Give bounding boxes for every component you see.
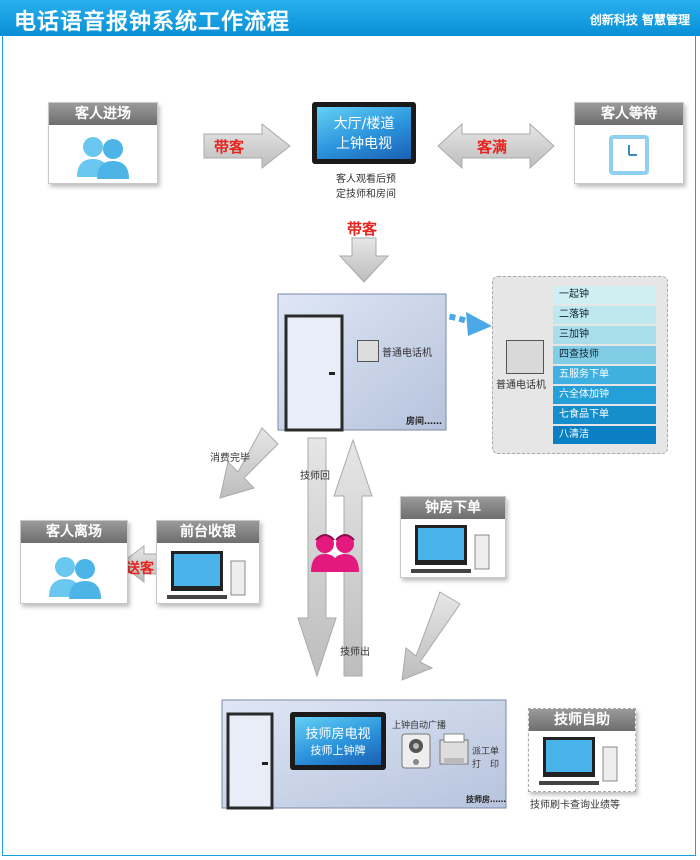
hall-tv-caption-1: 客人观看后预 <box>336 174 396 185</box>
tech-room-tv-screen: 技师房电视 技师上钟牌 <box>295 717 381 765</box>
tech-room-label: 技师房…… <box>466 795 506 804</box>
label-tech-out: 技师出 <box>340 647 370 658</box>
tech-door-handle <box>262 762 268 765</box>
node-guest-enter-title: 客人进场 <box>49 103 157 125</box>
dispatch-label: 派工单 <box>472 747 500 757</box>
menu-item: 六全体加钟 <box>553 386 656 404</box>
tech-tv-line2: 技师上钟牌 <box>310 744 366 757</box>
menu-item: 一起钟 <box>553 286 656 304</box>
label-consume-done: 消费完毕 <box>210 453 250 464</box>
label-bring-guest-1: 带客 <box>214 138 245 156</box>
tech-room-door <box>226 712 274 810</box>
hall-tv: 大厅/楼道 上钟电视 <box>312 102 416 164</box>
node-guest-leave: 客人离场 <box>20 520 128 604</box>
menu-phone-label: 普通电话机 <box>496 380 546 391</box>
page-title: 电话语音报钟系统工作流程 <box>14 10 291 35</box>
node-tech-self-title: 技师自助 <box>529 709 635 731</box>
hall-tv-caption: 客人观看后预 定技师和房间 <box>331 170 401 200</box>
node-front-desk-title: 前台收银 <box>157 521 259 543</box>
menu-item: 七食品下单 <box>553 406 656 424</box>
guests-icon <box>77 137 129 179</box>
menu-item: 八清洁 <box>553 426 656 444</box>
node-clock-room-order: 钟房下单 <box>400 496 506 578</box>
room-label: 房间…… <box>406 417 443 427</box>
hall-tv-caption-2: 定技师和房间 <box>336 189 396 200</box>
arrow-bring-guest-2 <box>338 237 390 283</box>
label-guest-full: 客满 <box>477 138 508 156</box>
slogan: 创新科技 智慧管理 <box>589 13 690 27</box>
menu-item: 五服务下单 <box>553 366 656 384</box>
page-frame <box>2 36 696 856</box>
arrow-consume-done <box>219 427 279 499</box>
hall-tv-screen: 大厅/楼道 上钟电视 <box>317 107 411 159</box>
hall-tv-line1: 大厅/楼道 <box>333 116 395 132</box>
node-guest-wait: 客人等待 <box>574 102 684 184</box>
computer-icon <box>167 551 246 599</box>
menu-phone-icon <box>506 340 544 374</box>
tech-room-tv: 技师房电视 技师上钟牌 <box>290 712 386 770</box>
node-clock-room-order-title: 钟房下单 <box>401 497 505 519</box>
room-phone-label: 普通电话机 <box>382 348 432 359</box>
menu-item: 二落钟 <box>553 306 656 324</box>
node-front-desk: 前台收银 <box>156 520 260 604</box>
broadcast-label: 上钟自动广播 <box>392 721 447 731</box>
technician-icon <box>311 534 359 572</box>
node-guest-leave-title: 客人离场 <box>21 521 127 543</box>
label-bring-guest-2: 带客 <box>347 220 378 238</box>
label-tech-return: 技师回 <box>300 471 330 482</box>
arrow-clock-order <box>401 591 461 681</box>
door-handle <box>329 372 335 375</box>
tech-self-caption: 技师刷卡查询业绩等 <box>530 800 620 811</box>
menu-item: 四查技师 <box>553 346 656 364</box>
print-label: 打 印 <box>472 760 500 770</box>
arrow-bring-guest-1 <box>203 122 291 170</box>
title-banner: 电话语音报钟系统工作流程 创新科技 智慧管理 <box>0 0 700 36</box>
room-phone-icon <box>357 340 379 362</box>
node-guest-wait-title: 客人等待 <box>575 103 683 125</box>
arrow-guest-full <box>437 122 555 170</box>
node-guest-enter: 客人进场 <box>48 102 158 184</box>
clock-icon <box>609 135 649 175</box>
tech-tv-line1: 技师房电视 <box>305 727 371 742</box>
arrow-phone-link-head <box>466 312 492 336</box>
hall-tv-line2: 上钟电视 <box>336 136 392 152</box>
tech-self-computer-icon <box>539 737 618 785</box>
menu-item: 三加钟 <box>553 326 656 344</box>
node-tech-self: 技师自助 <box>528 708 636 792</box>
label-send-guest: 送客 <box>126 561 154 577</box>
guests-leave-icon <box>49 557 101 599</box>
clock-room-computer-icon <box>411 525 490 573</box>
